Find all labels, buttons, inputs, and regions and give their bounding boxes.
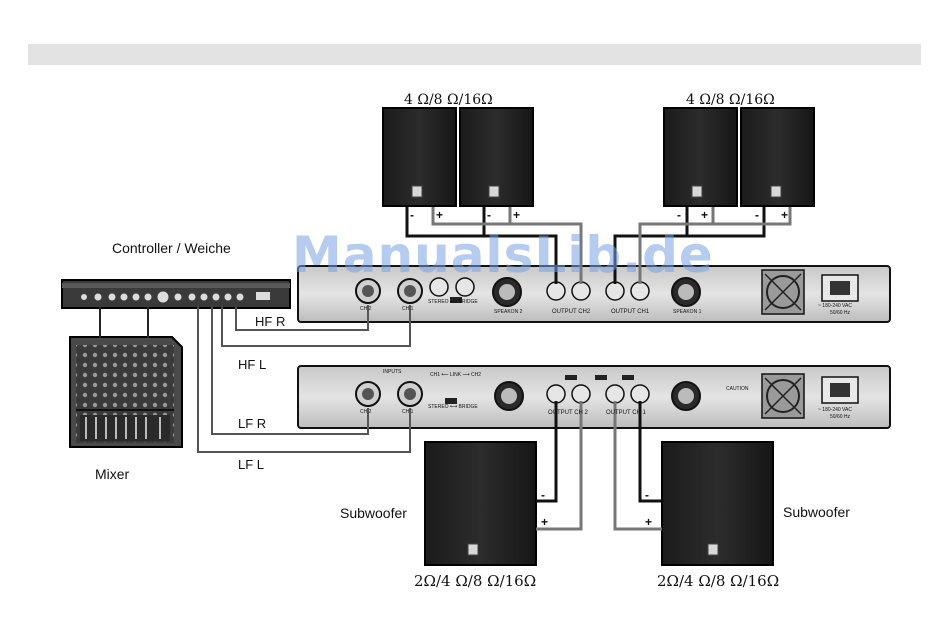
- mixer-unit: [69, 336, 183, 448]
- polarity-plus: +: [781, 208, 789, 222]
- impedance-top-left: 4 Ω/8 Ω/16Ω: [404, 92, 493, 108]
- speaker-top-1: [382, 107, 457, 207]
- polarity-minus: -: [541, 488, 545, 502]
- controller-label: Controller / Weiche: [112, 240, 231, 256]
- amp-bottom-output-ch1: OUTPUT CH 1: [606, 410, 646, 416]
- impedance-sub-right: 2Ω/4 Ω/8 Ω/16Ω: [657, 572, 780, 590]
- amp-bottom-ch2: CH 2: [360, 409, 372, 415]
- polarity-minus: -: [755, 208, 759, 222]
- amp-top-stereo-bridge: STEREO ⟷ BRIDGE: [428, 299, 478, 305]
- cables: [99, 207, 792, 531]
- polarity-plus: +: [436, 208, 444, 222]
- amplifier-bottom: [297, 365, 891, 429]
- impedance-sub-left: 2Ω/4 Ω/8 Ω/16Ω: [414, 572, 537, 590]
- mixer-label: Mixer: [95, 466, 130, 482]
- top-right-speaker-pair: [663, 107, 815, 207]
- polarity-plus: +: [645, 515, 653, 529]
- impedance-top-right: 4 Ω/8 Ω/16Ω: [686, 92, 775, 108]
- polarity-minus: -: [487, 208, 491, 222]
- amp-bottom-voltage: ~ 180-240 VAC: [818, 407, 852, 413]
- hf-r-label: HF R: [255, 314, 286, 329]
- amp-bottom-output-ch2: OUTPUT CH 2: [548, 410, 588, 416]
- amp-bottom-stereo-bridge: STEREO ⟷ BRIDGE: [428, 404, 478, 410]
- amp-top-output-ch2: OUTPUT CH2: [552, 309, 591, 315]
- polarity-minus: -: [410, 208, 414, 222]
- amp-bottom-inputs: INPUTS: [383, 369, 402, 375]
- hf-l-label: HF L: [238, 357, 267, 372]
- amp-top-speakon2: SPEAKON 2: [494, 309, 523, 315]
- polarity-plus: +: [513, 208, 521, 222]
- lf-l-label: LF L: [238, 457, 265, 472]
- amp-top-speakon1: SPEAKON 1: [673, 309, 702, 315]
- amp-bottom-ch1: CH 1: [402, 409, 414, 415]
- subwoofer-left: [424, 441, 537, 566]
- amp-bottom-freq: 50/60 Hz: [830, 414, 851, 420]
- amp-top-output-ch1: OUTPUT CH1: [611, 309, 650, 315]
- controller-unit: [61, 279, 291, 309]
- subwoofer-right: [661, 441, 774, 566]
- amp-bottom-link: CH1 ⟵ LINK ⟶ CH2: [430, 372, 482, 378]
- watermark: ManualsLib.de: [292, 226, 714, 284]
- subwoofer-left-label: Subwoofer: [340, 505, 407, 521]
- top-left-speaker-pair: [382, 107, 534, 207]
- polarity-plus: +: [701, 208, 709, 222]
- amp-bottom-caution: CAUTION: [726, 386, 749, 392]
- subwoofer-right-label: Subwoofer: [783, 504, 850, 520]
- polarity-minus: -: [677, 208, 681, 222]
- amp-top-voltage: ~ 180-240 VAC: [818, 303, 852, 309]
- lf-r-label: LF R: [238, 416, 267, 431]
- amp-top-ch1: CH 1: [402, 306, 414, 312]
- polarity-plus: +: [541, 515, 549, 529]
- amplifier-top: [297, 265, 891, 323]
- amp-top-ch2: CH 2: [360, 306, 372, 312]
- header-bar: [28, 44, 921, 65]
- amp-top-freq: 50/60 Hz: [830, 310, 851, 316]
- polarity-minus: -: [645, 488, 649, 502]
